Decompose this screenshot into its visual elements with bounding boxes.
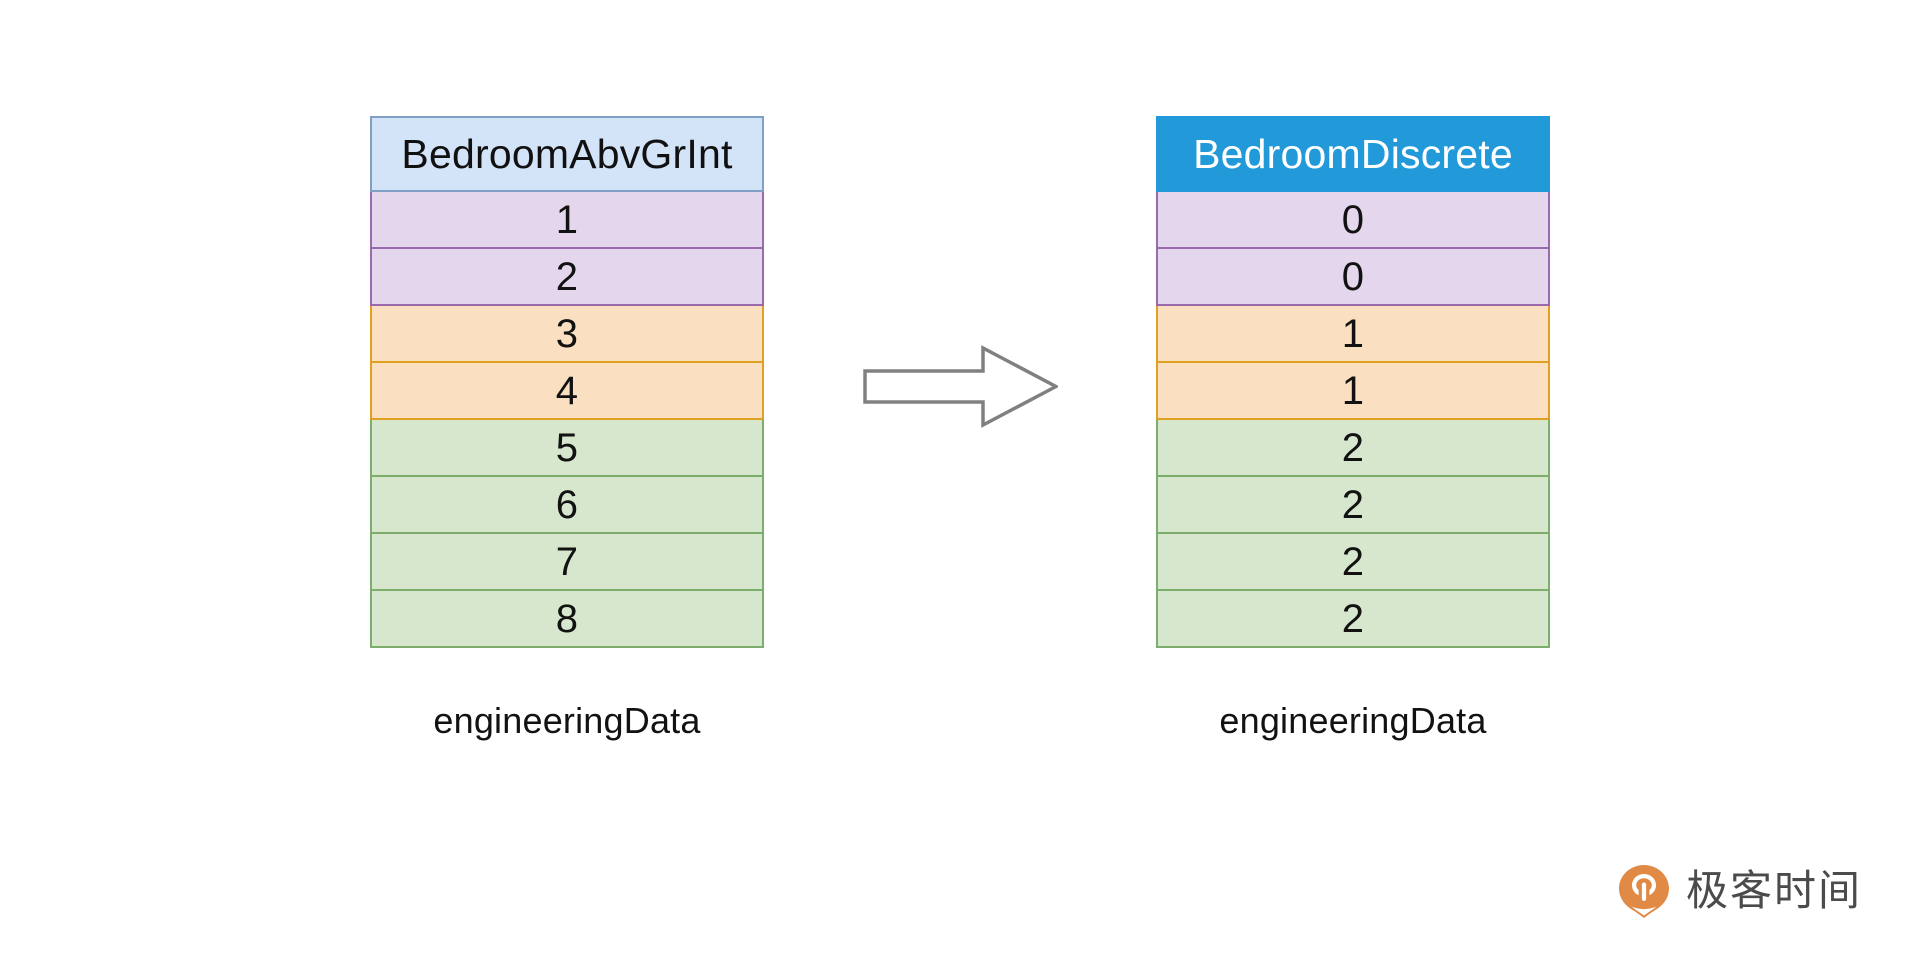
source-cell-4: 4 bbox=[370, 361, 764, 420]
table-row: 3 bbox=[370, 304, 764, 363]
result-table: BedroomDiscrete 0 0 1 1 2 2 bbox=[1156, 116, 1550, 648]
source-cell-7: 7 bbox=[370, 532, 764, 591]
source-table-header-cell: BedroomAbvGrInt bbox=[370, 116, 764, 192]
arrow-container bbox=[764, 116, 1156, 656]
table-row: 8 bbox=[370, 589, 764, 648]
source-cell-6: 6 bbox=[370, 475, 764, 534]
watermark: 极客时间 bbox=[1616, 863, 1862, 919]
result-cell-4: 1 bbox=[1156, 361, 1550, 420]
table-row: 6 bbox=[370, 475, 764, 534]
result-cell-1: 0 bbox=[1156, 190, 1550, 249]
result-table-block: BedroomDiscrete 0 0 1 1 2 2 bbox=[1156, 116, 1550, 742]
table-row: 0 bbox=[1156, 190, 1550, 249]
right-arrow-icon bbox=[862, 344, 1058, 428]
table-row: 0 bbox=[1156, 247, 1550, 306]
table-row: 7 bbox=[370, 532, 764, 591]
source-cell-8: 8 bbox=[370, 589, 764, 648]
source-table: BedroomAbvGrInt 1 2 3 4 5 6 bbox=[370, 116, 764, 648]
table-row: 4 bbox=[370, 361, 764, 420]
source-table-block: BedroomAbvGrInt 1 2 3 4 5 6 bbox=[370, 116, 764, 742]
source-cell-2: 2 bbox=[370, 247, 764, 306]
source-cell-5: 5 bbox=[370, 418, 764, 477]
result-cell-7: 2 bbox=[1156, 532, 1550, 591]
table-row: 2 bbox=[1156, 475, 1550, 534]
result-cell-8: 2 bbox=[1156, 589, 1550, 648]
geektime-logo-icon bbox=[1618, 865, 1669, 918]
table-row: 1 bbox=[1156, 361, 1550, 420]
result-cell-6: 2 bbox=[1156, 475, 1550, 534]
table-header-row: BedroomAbvGrInt bbox=[370, 116, 764, 192]
table-row: 2 bbox=[370, 247, 764, 306]
result-cell-3: 1 bbox=[1156, 304, 1550, 363]
source-table-caption: engineeringData bbox=[433, 700, 701, 741]
result-cell-2: 0 bbox=[1156, 247, 1550, 306]
table-row: 5 bbox=[370, 418, 764, 477]
source-cell-1: 1 bbox=[370, 190, 764, 249]
table-row: 1 bbox=[370, 190, 764, 249]
source-cell-3: 3 bbox=[370, 304, 764, 363]
result-table-caption: engineeringData bbox=[1219, 700, 1487, 741]
result-cell-5: 2 bbox=[1156, 418, 1550, 477]
table-row: 2 bbox=[1156, 589, 1550, 648]
transformation-diagram: BedroomAbvGrInt 1 2 3 4 5 6 bbox=[370, 116, 1550, 742]
table-row: 2 bbox=[1156, 418, 1550, 477]
table-row: 1 bbox=[1156, 304, 1550, 363]
table-header-row: BedroomDiscrete bbox=[1156, 116, 1550, 192]
table-row: 2 bbox=[1156, 532, 1550, 591]
watermark-text: 极客时间 bbox=[1685, 866, 1862, 915]
result-table-header-cell: BedroomDiscrete bbox=[1156, 116, 1550, 192]
